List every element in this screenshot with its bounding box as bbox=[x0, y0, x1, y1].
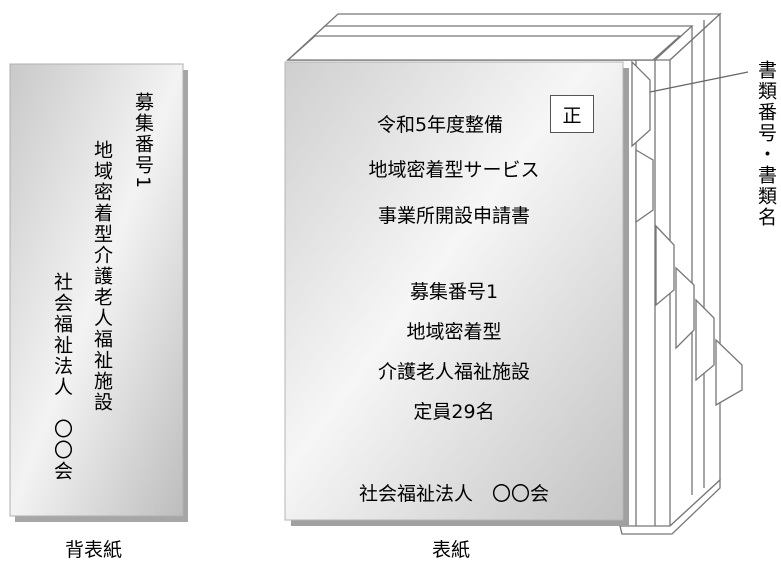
cover-title-line-1: 令和5年度整備 bbox=[377, 114, 503, 136]
binder-pages bbox=[286, 12, 722, 535]
cover-body-line-4: 定員29名 bbox=[413, 401, 494, 423]
front-cover-panel bbox=[284, 61, 629, 526]
original-copy-badge: 正 bbox=[550, 95, 594, 133]
cover-body-line-1: 募集番号1 bbox=[410, 281, 498, 303]
cover-title-line-3: 事業所開設申請書 bbox=[378, 205, 530, 227]
spine-panel bbox=[9, 63, 188, 522]
cover-title-line-2: 地域密着型サービス bbox=[368, 159, 539, 181]
cover-caption: 表紙 bbox=[432, 539, 471, 561]
document-number-name-label: 書類番号・書類名 bbox=[755, 60, 777, 228]
cover-body-line-2: 地域密着型 bbox=[406, 321, 501, 343]
leader-line bbox=[649, 71, 749, 93]
spine-facility-type: 地域密着型介護老人福祉施設 bbox=[91, 140, 113, 413]
cover-organization: 社会福祉法人 〇〇会 bbox=[359, 483, 549, 505]
spine-recruitment-number: 募集番号1 bbox=[132, 92, 154, 191]
index-tabs bbox=[631, 60, 743, 407]
spine-organization: 社会福祉法人 〇〇会 bbox=[51, 272, 73, 482]
spine-caption: 背表紙 bbox=[65, 539, 123, 561]
cover-body-line-3: 介護老人福祉施設 bbox=[378, 361, 530, 383]
